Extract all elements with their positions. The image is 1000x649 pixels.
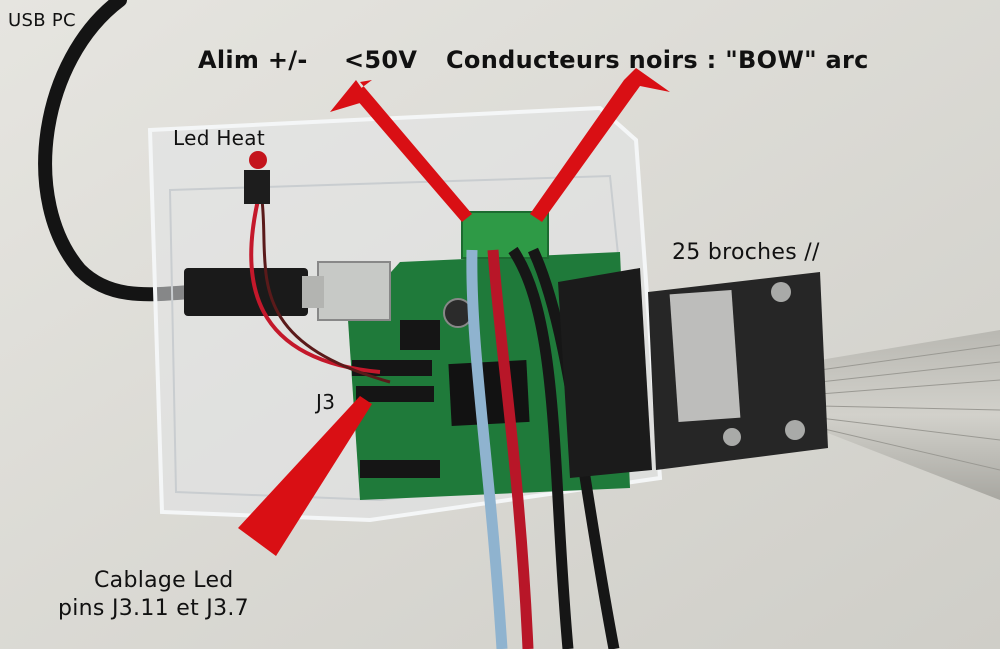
db25-label-plate: [669, 289, 741, 423]
led-heat-label: Led Heat: [173, 126, 265, 150]
j3-label: J3: [316, 390, 336, 414]
arrow-alim: [332, 80, 472, 222]
led-wire-dark: [260, 199, 391, 384]
wire-red: [487, 249, 534, 649]
cablage-label-line1: Cablage Led: [94, 568, 234, 593]
db25-screw-top: [771, 282, 791, 302]
led-wire-red: [249, 199, 381, 374]
broches-label: 25 broches //: [672, 240, 820, 265]
arrow-alim-head: [330, 80, 370, 112]
wire-blue: [466, 249, 508, 649]
wire-black-1: [508, 246, 574, 649]
pin-headers: [352, 320, 440, 478]
arrow-conducteurs: [530, 68, 670, 222]
usb-pc-label: USB PC: [8, 10, 76, 31]
db25-screw-bottom: [785, 420, 805, 440]
ribbon-cable: [820, 330, 1000, 500]
usb-b-connector: [317, 261, 391, 321]
voltage-label: <50V: [344, 46, 418, 74]
conducteurs-label: Conducteurs noirs : "BOW" arc: [446, 46, 869, 74]
arrow-j3: [238, 396, 372, 556]
usb-cable: [38, 0, 197, 302]
cablage-label-line2: pins J3.11 et J3.7: [58, 596, 249, 621]
led-heat: [249, 151, 267, 169]
usb-plug: [184, 268, 308, 316]
ic-chip: [448, 360, 530, 426]
alim-label: Alim +/-: [198, 46, 308, 74]
db25-shell: [558, 268, 652, 478]
led-holder: [244, 170, 270, 204]
